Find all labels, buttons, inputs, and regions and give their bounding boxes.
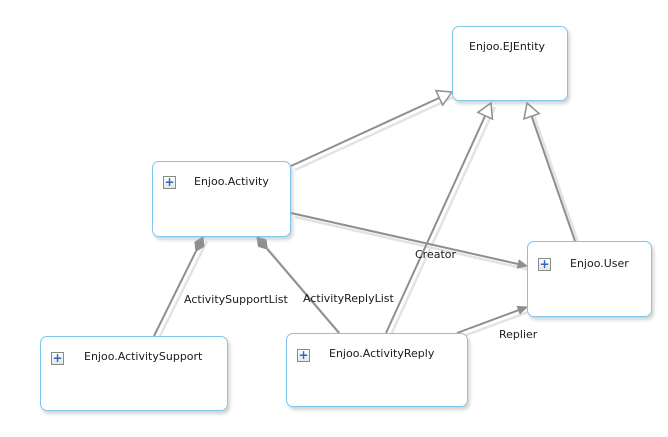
inherit-activity-to-ejentity-arrowhead (434, 89, 454, 107)
assoc-reply-to-user-line[interactable] (456, 307, 524, 334)
association-activity-support-list-text: ActivitySupportList (184, 293, 288, 306)
inherit-reply-to-ejentity-arrowhead (476, 101, 494, 121)
inherit-activity-to-ejentity-shadow (294, 94, 457, 172)
association-label-replier[interactable]: Replier Replier (499, 328, 543, 349)
entity-activity-name: Enjoo.Activity (194, 175, 269, 188)
entity-user-name: Enjoo.User (570, 257, 629, 270)
expand-plus-icon[interactable]: + (51, 351, 64, 365)
inherit-activity-to-ejentity-line[interactable] (290, 96, 440, 167)
inherit-user-to-ejentity-arrowhead (523, 101, 541, 120)
assoc-activity-to-user-line[interactable] (290, 212, 524, 267)
association-label-activity-support-list[interactable]: ActivitySupportList ActivitySupportList (184, 293, 294, 314)
association-replier-text: Replier (499, 328, 538, 341)
assoc-activity-to-user-shadow (294, 215, 532, 272)
association-label-creator[interactable]: Creator Creator (415, 248, 462, 269)
inherit-user-to-ejentity-shadow (529, 106, 581, 246)
expand-plus-icon[interactable]: + (163, 175, 176, 189)
expand-plus-icon[interactable]: + (297, 348, 310, 362)
association-activity-reply-list-text: ActivityReplyList (303, 292, 394, 305)
composition-support-to-activity-shadow (156, 240, 209, 341)
entity-ejentity-name: Enjoo.EJEntity (469, 40, 546, 53)
connector-lines (153, 89, 576, 337)
entity-activity-reply[interactable]: + Enjoo.ActivityReply (286, 333, 468, 407)
association-label-activity-reply-list[interactable]: ActivityReplyList ActivityReplyList (303, 292, 400, 313)
entity-user[interactable]: + Enjoo.User (527, 241, 652, 317)
assoc-activity-to-user-arrowhead (516, 259, 529, 269)
assoc-reply-to-user-arrowhead (516, 305, 529, 315)
inherit-user-to-ejentity-line[interactable] (530, 115, 576, 242)
inherit-reply-to-ejentity-line[interactable] (385, 115, 487, 334)
composition-reply-to-activity-line[interactable] (266, 248, 340, 334)
assoc-reply-to-user-shadow (460, 309, 532, 339)
entity-activity-support-name: Enjoo.ActivitySupport (84, 350, 203, 363)
inherit-reply-to-ejentity-shadow (388, 106, 497, 338)
composition-reply-to-activity-diamond (256, 236, 269, 250)
entity-activity-reply-name: Enjoo.ActivityReply (329, 347, 435, 360)
entity-activity[interactable]: + Enjoo.Activity (152, 161, 291, 237)
association-creator-text: Creator (415, 248, 457, 261)
expand-plus-icon[interactable]: + (538, 257, 551, 271)
entity-activity-support[interactable]: + Enjoo.ActivitySupport (40, 336, 228, 411)
composition-support-to-activity-line[interactable] (153, 250, 197, 337)
entity-ejentity[interactable]: Enjoo.EJEntity (452, 26, 568, 101)
composition-support-to-activity-diamond (194, 236, 205, 253)
